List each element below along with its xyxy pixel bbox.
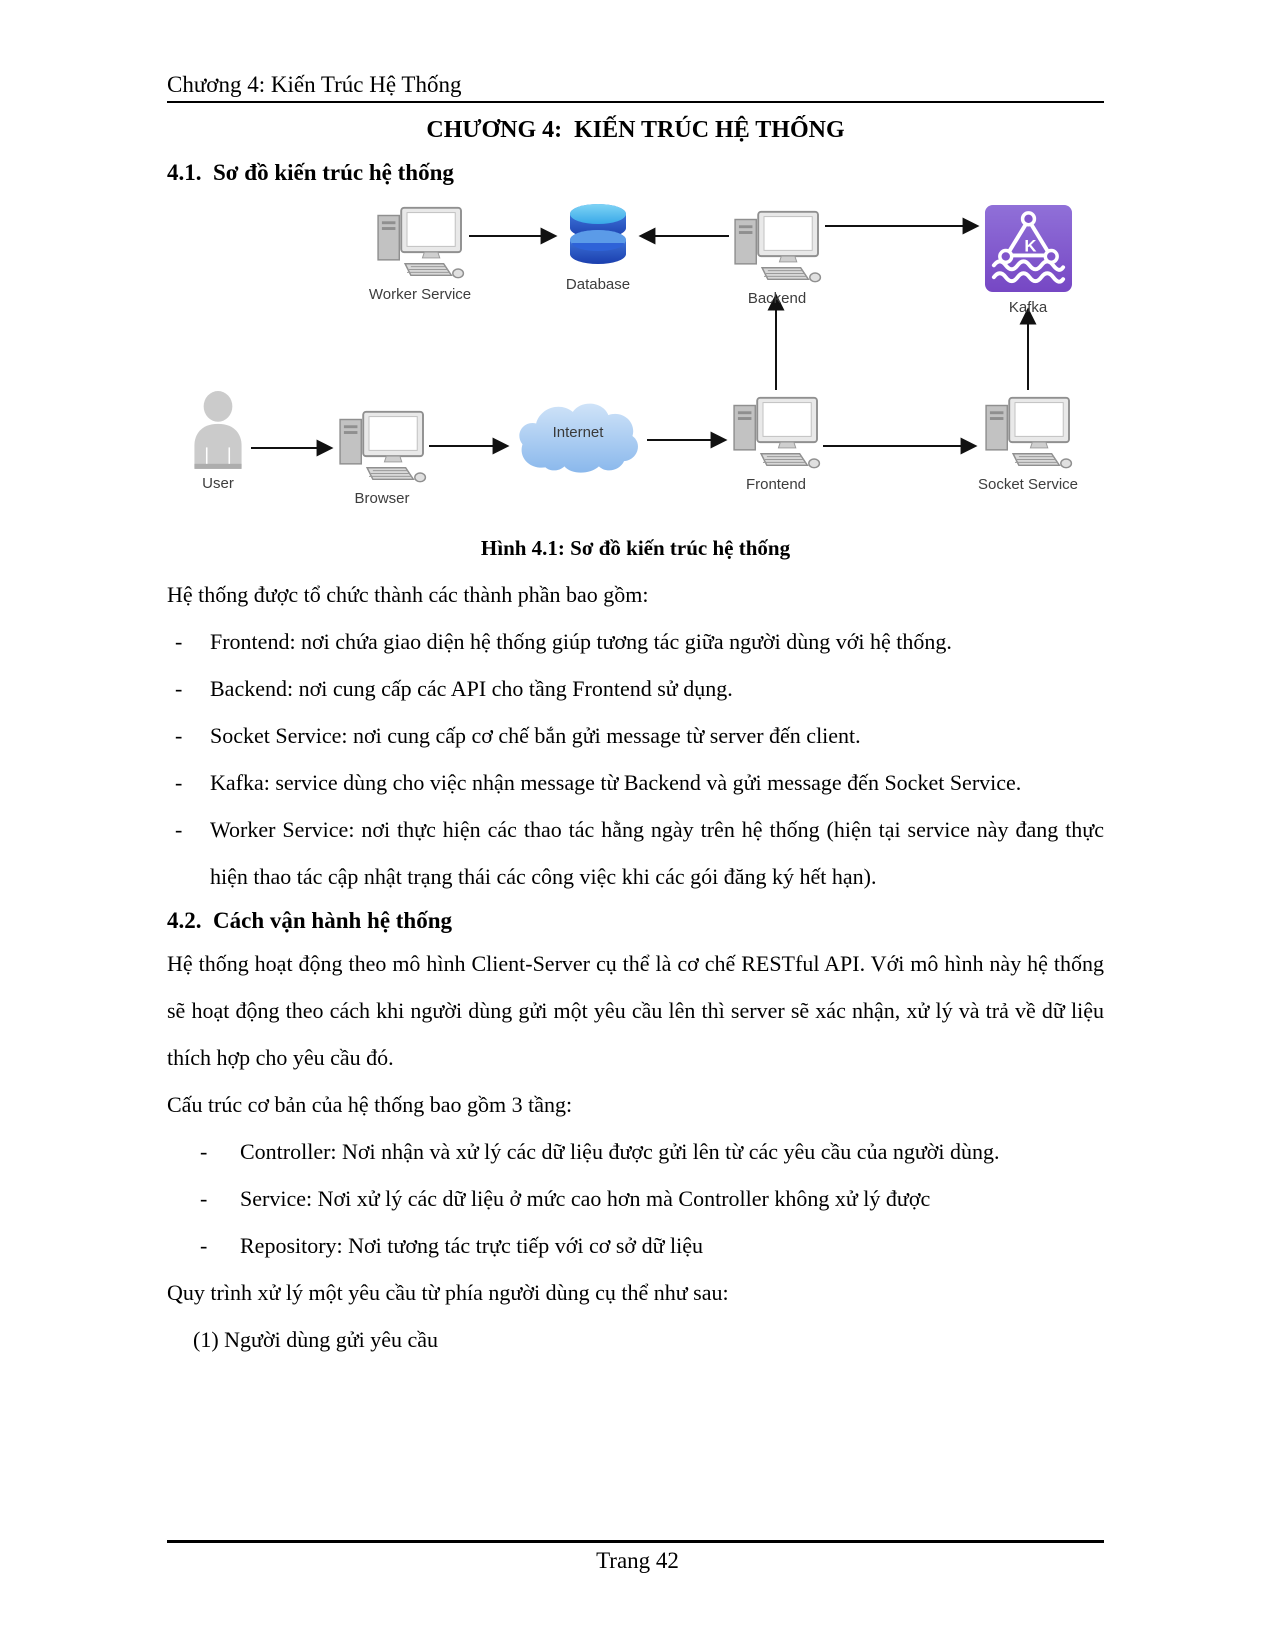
node-internet: Internet xyxy=(508,394,648,478)
components-list: - Frontend: nơi chứa giao diện hệ thống … xyxy=(167,618,1104,900)
node-backend: Backend xyxy=(717,206,837,307)
node-label: Kafka xyxy=(1008,299,1048,316)
paragraph-client-server: Hệ thống hoạt động theo mô hình Client-S… xyxy=(167,951,1104,1070)
list-item-text: Frontend: nơi chứa giao diện hệ thống gi… xyxy=(210,629,952,654)
node-label: Database xyxy=(565,276,631,293)
list-item: - Worker Service: nơi thực hiện các thao… xyxy=(167,806,1104,900)
bullet-dash: - xyxy=(200,1186,208,1211)
list-item: - Socket Service: nơi cung cấp cơ chế bắ… xyxy=(167,712,1104,759)
list-item: - Frontend: nơi chứa giao diện hệ thống … xyxy=(167,618,1104,665)
running-header: Chương 4: Kiến Trúc Hệ Thống xyxy=(167,72,1104,103)
list-item-text: Service: Nơi xử lý các dữ liệu ở mức cao… xyxy=(240,1186,931,1211)
user-icon xyxy=(193,390,243,470)
computer-icon xyxy=(733,210,821,283)
list-item-text: Repository: Nơi tương tác trực tiếp với … xyxy=(240,1233,703,1258)
tiers-list: - Controller: Nơi nhận và xử lý các dữ l… xyxy=(167,1128,1104,1269)
diagram-arrows xyxy=(251,217,1037,457)
paragraph-process: Quy trình xử lý một yêu cầu từ phía ngườ… xyxy=(167,1280,729,1305)
node-database: Database xyxy=(538,202,658,293)
node-kafka: K Kafka xyxy=(968,204,1088,316)
node-label: Backend xyxy=(747,290,807,307)
page-number: Trang 42 xyxy=(596,1548,679,1573)
node-browser: Browser xyxy=(322,406,442,507)
node-label: Internet xyxy=(552,424,604,441)
section-41-heading: 4.1. Sơ đồ kiến trúc hệ thống xyxy=(167,160,454,185)
node-socket-service: Socket Service xyxy=(968,392,1088,493)
node-frontend: Frontend xyxy=(716,392,836,493)
bullet-dash: - xyxy=(200,1233,208,1258)
node-user: User xyxy=(158,390,278,492)
node-label: Browser xyxy=(354,490,410,507)
bullet-dash: - xyxy=(175,723,183,748)
node-label: Worker Service xyxy=(368,286,472,303)
node-label: Frontend xyxy=(745,476,807,493)
list-item-text: Worker Service: nơi thực hiện các thao t… xyxy=(210,817,1104,889)
list-item-text: Backend: nơi cung cấp các API cho tầng F… xyxy=(210,676,733,701)
architecture-diagram: Worker Service Database Backend K xyxy=(167,196,1104,514)
list-item-text: Kafka: service dùng cho việc nhận messag… xyxy=(210,770,1022,795)
list-item: - Controller: Nơi nhận và xử lý các dữ l… xyxy=(167,1128,1104,1175)
footer-rule xyxy=(167,1540,1104,1543)
node-label: Socket Service xyxy=(977,476,1079,493)
figure-caption: Hình 4.1: Sơ đồ kiến trúc hệ thống xyxy=(480,536,791,560)
paragraph-components-intro: Hệ thống được tổ chức thành các thành ph… xyxy=(167,582,649,607)
kafka-letter: K xyxy=(1024,236,1036,255)
list-item-text: Controller: Nơi nhận và xử lý các dữ liệ… xyxy=(240,1139,1000,1164)
bullet-dash: - xyxy=(200,1139,208,1164)
paragraph-structure: Cấu trúc cơ bản của hệ thống bao gồm 3 t… xyxy=(167,1092,573,1117)
list-item: - Repository: Nơi tương tác trực tiếp vớ… xyxy=(167,1222,1104,1269)
bullet-dash: - xyxy=(175,770,183,795)
chapter-title: CHƯƠNG 4: KIẾN TRÚC HỆ THỐNG xyxy=(426,117,845,143)
node-worker-service: Worker Service xyxy=(360,202,480,303)
list-item: - Backend: nơi cung cấp các API cho tầng… xyxy=(167,665,1104,712)
bullet-dash: - xyxy=(175,676,183,701)
node-label: User xyxy=(202,475,234,492)
computer-icon xyxy=(732,396,820,469)
section-42-heading: 4.2. Cách vận hành hệ thống xyxy=(167,908,453,933)
computer-icon xyxy=(984,396,1072,469)
list-item: - Service: Nơi xử lý các dữ liệu ở mức c… xyxy=(167,1175,1104,1222)
bullet-dash: - xyxy=(175,629,183,654)
process-step-1: (1) Người dùng gửi yêu cầu xyxy=(193,1327,439,1352)
kafka-icon: K xyxy=(984,204,1072,293)
list-item-text: Socket Service: nơi cung cấp cơ chế bắn … xyxy=(210,723,861,748)
database-icon xyxy=(570,204,626,264)
bullet-dash: - xyxy=(175,817,183,842)
computer-icon xyxy=(338,410,426,483)
computer-icon xyxy=(376,206,464,279)
list-item: - Kafka: service dùng cho việc nhận mess… xyxy=(167,759,1104,806)
